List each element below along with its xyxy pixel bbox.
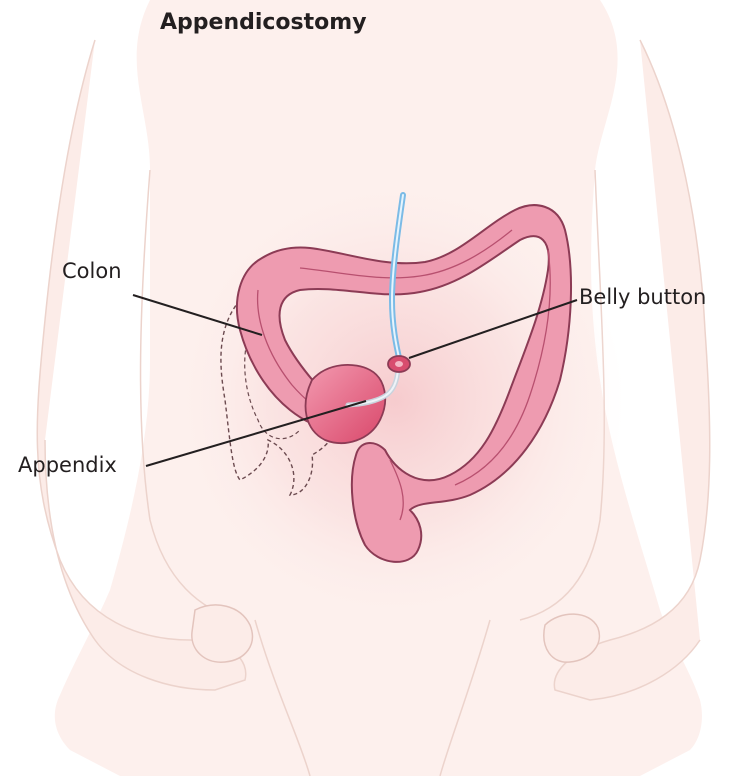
label-appendix: Appendix: [18, 453, 117, 477]
label-colon: Colon: [62, 259, 122, 283]
label-belly-button: Belly button: [579, 285, 706, 309]
diagram-title: Appendicostomy: [160, 10, 367, 35]
belly-button-center: [395, 361, 403, 367]
